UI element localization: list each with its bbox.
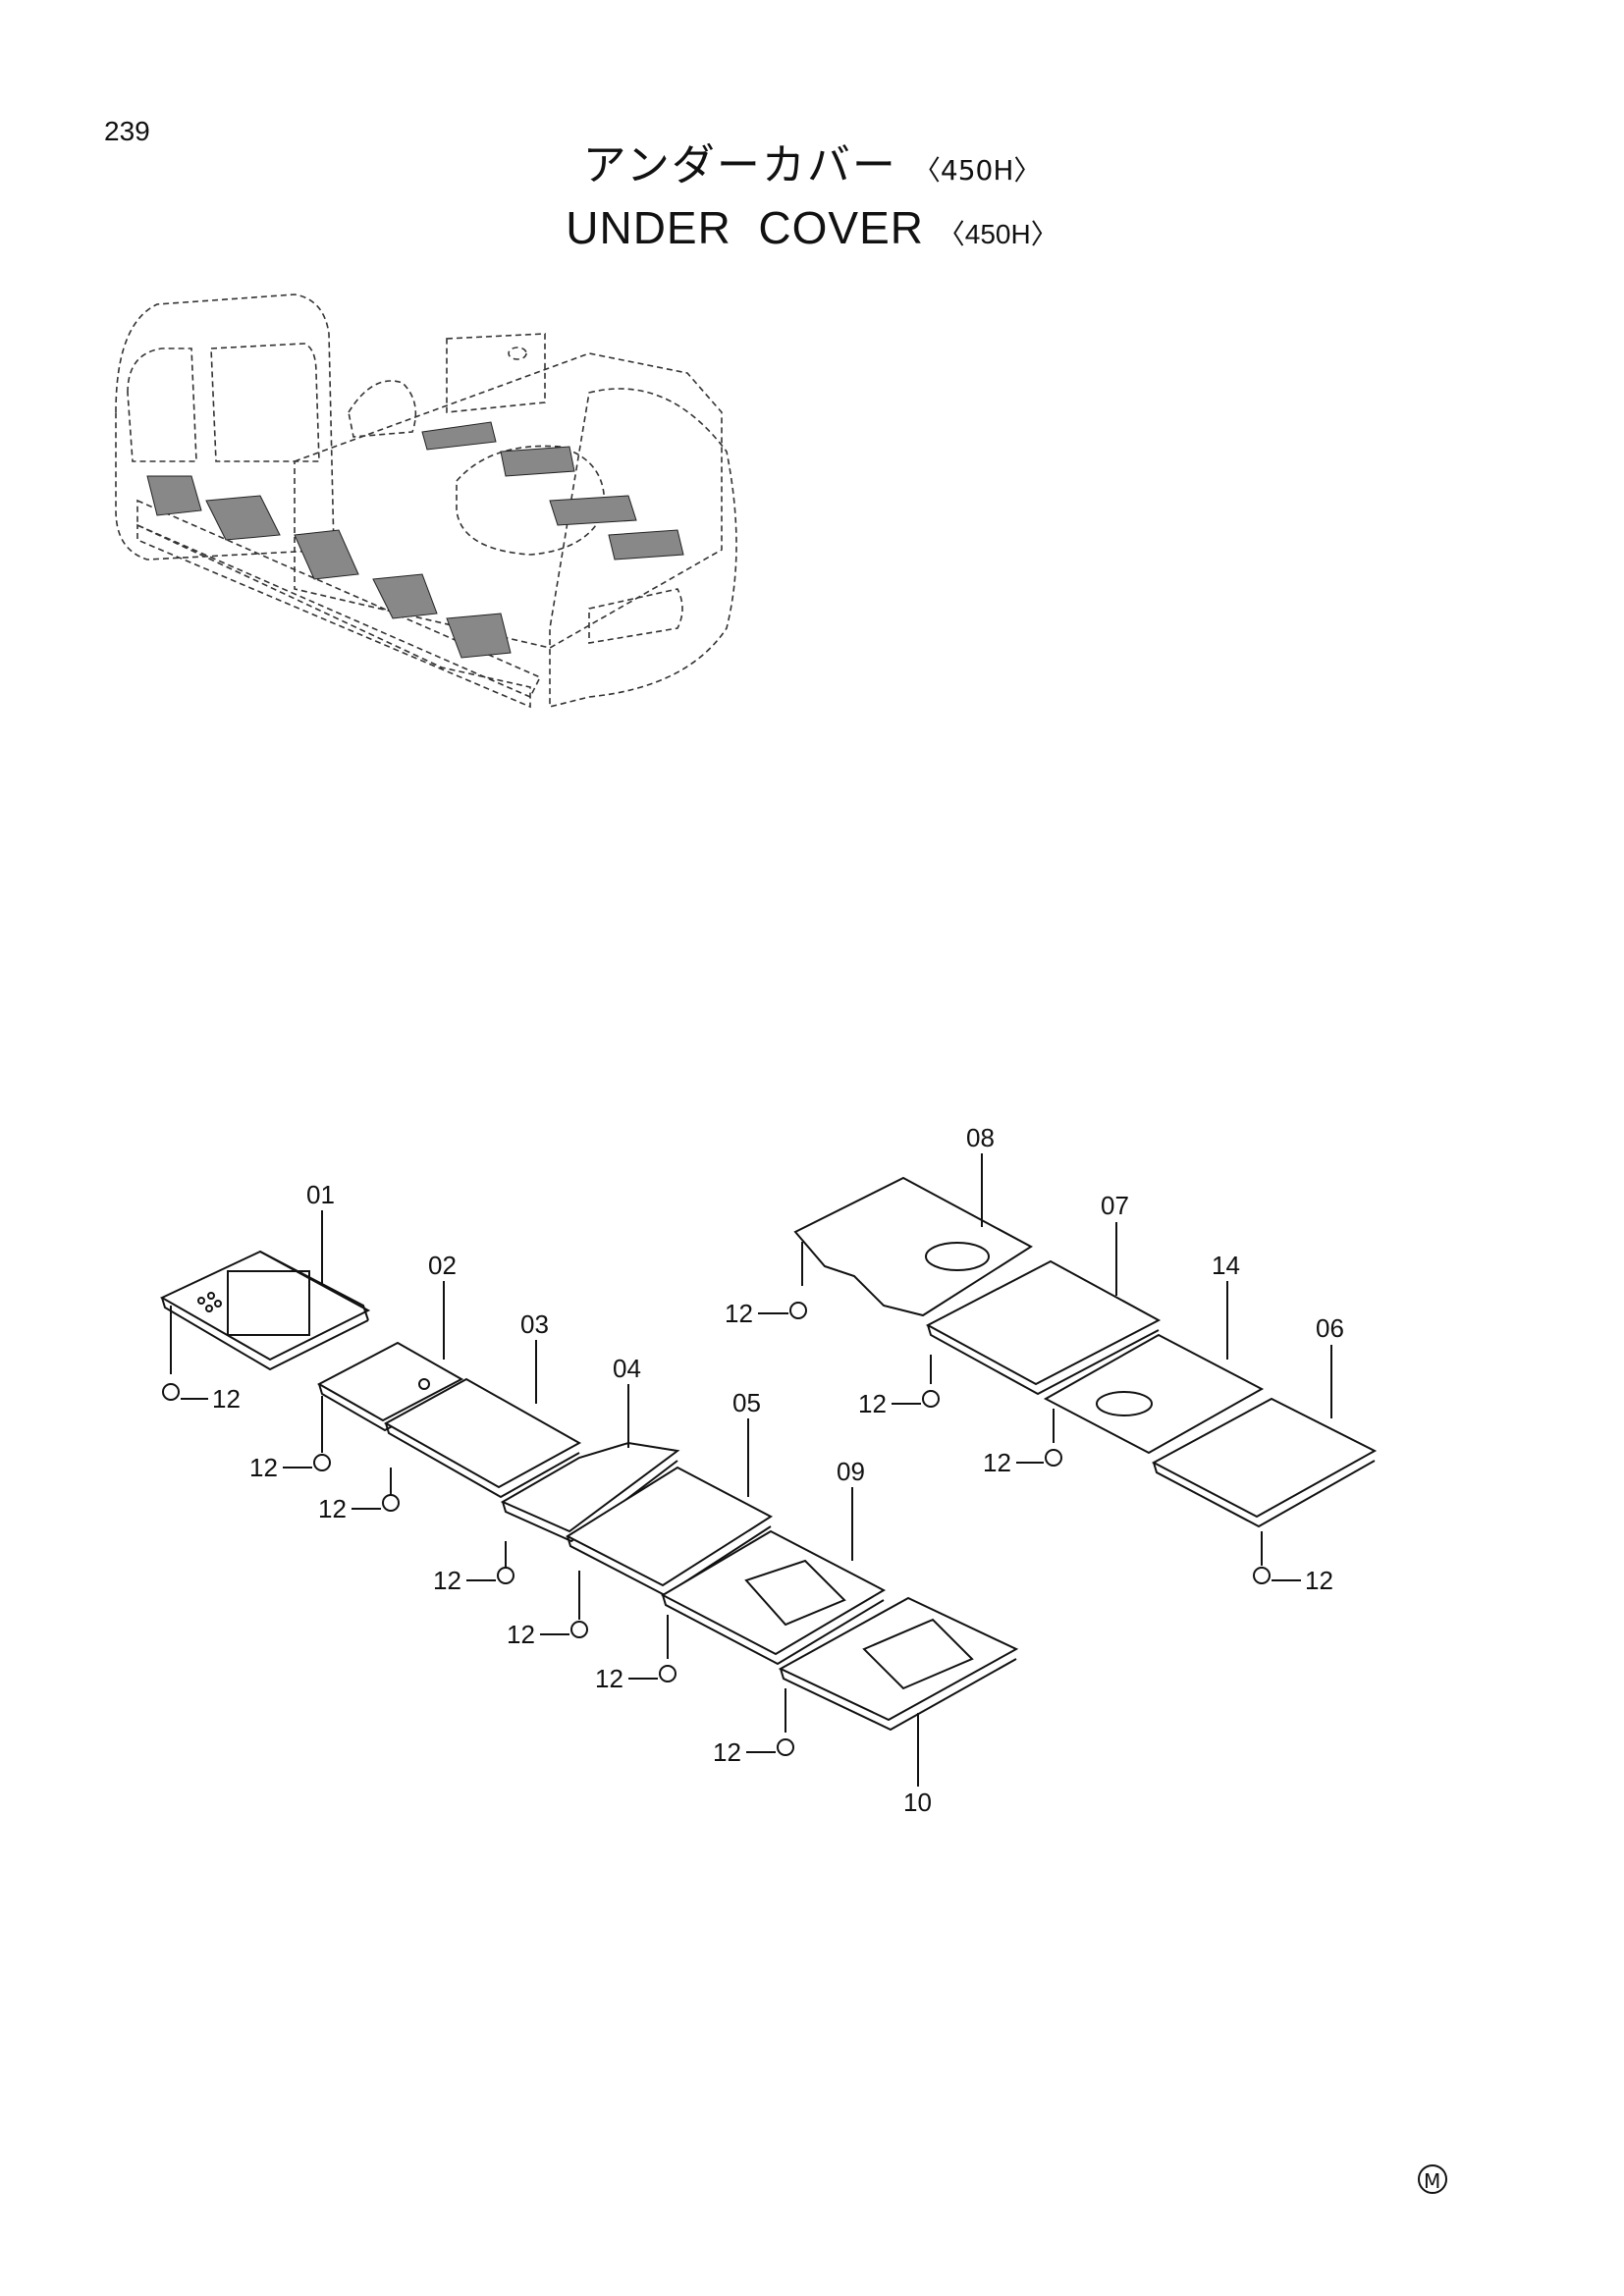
- mark-circle: [1418, 2164, 1447, 2194]
- callout-12-h: 12: [725, 1299, 753, 1328]
- bolt-4: [497, 1567, 514, 1584]
- callout-12-i: 12: [858, 1389, 887, 1418]
- overview-panel-9: [608, 529, 684, 561]
- title-english-variant: 〈450H〉: [937, 219, 1058, 249]
- overview-panel-1: [146, 475, 202, 516]
- bolt-1: [162, 1383, 180, 1401]
- overview-panel-5: [446, 613, 512, 659]
- part-06-panel: [1151, 1397, 1378, 1566]
- part-02-panel: [316, 1341, 464, 1453]
- callout-12-e: 12: [507, 1620, 535, 1649]
- bolt-11: [1253, 1567, 1271, 1584]
- part-10-panel: [778, 1596, 1019, 1733]
- title-japanese-variant: 〈450H〉: [912, 154, 1042, 187]
- callout-05: 05: [732, 1388, 761, 1417]
- callout-10: 10: [903, 1788, 932, 1817]
- bolt-2: [313, 1454, 331, 1471]
- bolt-callouts: 12 12 12 12 12 12 12 12 12 12 12: [212, 1299, 1333, 1767]
- part-01-panel: [159, 1250, 371, 1374]
- overview-panel-6: [421, 421, 497, 451]
- manufacturer-mark: M: [1418, 2164, 1447, 2194]
- callout-02: 02: [428, 1251, 457, 1280]
- title-english-text: UNDER COVER: [566, 202, 924, 253]
- part-08-panel: [793, 1176, 1033, 1317]
- callout-12-d: 12: [433, 1566, 461, 1595]
- callout-12-f: 12: [595, 1664, 623, 1693]
- boom-bracket: [348, 380, 417, 438]
- cab-outline: [115, 294, 335, 561]
- body-top: [294, 352, 723, 649]
- bolt-6: [659, 1665, 677, 1682]
- callout-09: 09: [837, 1457, 865, 1486]
- bolt-9: [922, 1390, 940, 1408]
- callout-01: 01: [306, 1180, 335, 1209]
- bolt-3: [382, 1494, 400, 1512]
- cab-window-left: [127, 347, 197, 462]
- callout-06: 06: [1316, 1313, 1344, 1343]
- title-japanese: アンダーカバー 〈450H〉: [0, 137, 1624, 199]
- callout-12-j: 12: [983, 1448, 1011, 1477]
- callout-04: 04: [613, 1354, 641, 1383]
- counterweight-panel: [588, 588, 683, 644]
- callout-08: 08: [966, 1123, 995, 1152]
- part-09-panel: [660, 1529, 887, 1666]
- callout-12-g: 12: [713, 1737, 741, 1767]
- page-number: 239: [104, 116, 150, 146]
- title-block: アンダーカバー 〈450H〉 UNDER COVER 〈450H〉: [0, 137, 1624, 263]
- part-callouts: 01 02 03 04 05 06 07 08 09 10 14: [306, 1123, 1344, 1817]
- callout-12-k: 12: [1305, 1566, 1333, 1595]
- overview-panel-2: [205, 495, 281, 541]
- part-14-panel: [1043, 1333, 1265, 1455]
- part-05-panel: [565, 1466, 773, 1620]
- bolt-8: [789, 1302, 807, 1319]
- title-english: UNDER COVER 〈450H〉: [0, 199, 1624, 263]
- overview-panel-3: [294, 529, 359, 580]
- bolt-5: [570, 1621, 588, 1638]
- part-03-panel: [383, 1377, 582, 1507]
- exploded-parts-layout: 01 02 03 04 05 06 07 08 09 10 14 12 12 1…: [159, 1123, 1378, 1817]
- part-07-panel: [925, 1259, 1162, 1396]
- bolt-10: [1045, 1449, 1062, 1467]
- tank: [446, 333, 546, 413]
- title-japanese-text: アンダーカバー: [582, 140, 897, 190]
- counterweight: [549, 388, 737, 709]
- callout-03: 03: [520, 1309, 549, 1339]
- leader-lines: [181, 1153, 1332, 1787]
- callout-07: 07: [1101, 1191, 1129, 1220]
- overview-panel-8: [549, 495, 637, 526]
- callout-14: 14: [1212, 1251, 1240, 1280]
- machine-overview-illustration: [115, 294, 737, 709]
- callout-12-b: 12: [249, 1453, 278, 1482]
- overview-panel-7: [500, 446, 575, 477]
- lower-skirt: [136, 523, 531, 709]
- callout-12-c: 12: [318, 1494, 347, 1523]
- callout-12-a: 12: [212, 1384, 241, 1414]
- overview-panel-4: [372, 573, 438, 619]
- cab-window-right: [210, 343, 320, 462]
- bolt-group: [162, 1302, 1271, 1756]
- mark-letter: M: [1424, 2169, 1440, 2193]
- bolt-7: [777, 1738, 794, 1756]
- filler-cap: [508, 347, 527, 360]
